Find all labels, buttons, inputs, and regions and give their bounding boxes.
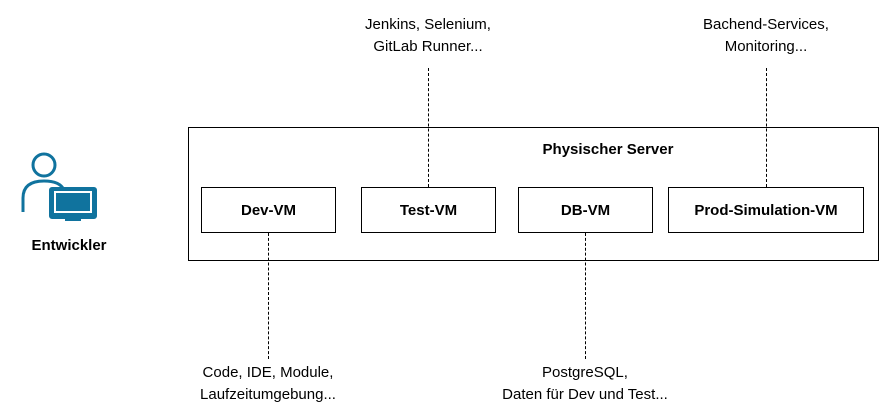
prod-vm-note-line1: Bachend-Services,	[703, 16, 829, 33]
developer-icon	[20, 148, 102, 222]
prod-vm-note: Bachend-Services, Monitoring...	[666, 14, 866, 58]
dev-vm-connector	[268, 233, 269, 359]
dev-vm-label: Dev-VM	[240, 201, 296, 219]
test-vm-note-line1: Jenkins, Selenium,	[365, 16, 491, 33]
prod-vm-note-line2: Monitoring...	[724, 38, 808, 55]
user-computer-icon	[21, 152, 97, 221]
prod-vm-label: Prod-Simulation-VM	[694, 201, 838, 219]
dev-vm-note-line1: Code, IDE, Module,	[202, 364, 334, 381]
test-vm-label: Test-VM	[399, 201, 458, 219]
test-vm-connector	[428, 68, 429, 187]
physical-server-title: Physischer Server	[542, 141, 674, 158]
db-vm-note-line2: Daten für Dev und Test...	[502, 386, 668, 403]
prod-vm-connector	[766, 68, 767, 187]
db-vm-connector	[585, 233, 586, 359]
test-vm-note: Jenkins, Selenium, GitLab Runner...	[328, 14, 528, 58]
test-vm-box: Test-VM	[361, 187, 496, 233]
dev-vm-box: Dev-VM	[201, 187, 336, 233]
dev-vm-note-line2: Laufzeitumgebung...	[200, 386, 336, 403]
db-vm-note: PostgreSQL, Daten für Dev und Test...	[470, 362, 700, 406]
db-vm-note-line1: PostgreSQL,	[542, 364, 628, 381]
db-vm-box: DB-VM	[518, 187, 653, 233]
test-vm-note-line2: GitLab Runner...	[373, 38, 483, 55]
dev-vm-note: Code, IDE, Module, Laufzeitumgebung...	[168, 362, 368, 406]
developer-label: Entwickler	[31, 237, 107, 254]
db-vm-label: DB-VM	[560, 201, 611, 219]
prod-vm-box: Prod-Simulation-VM	[668, 187, 864, 233]
